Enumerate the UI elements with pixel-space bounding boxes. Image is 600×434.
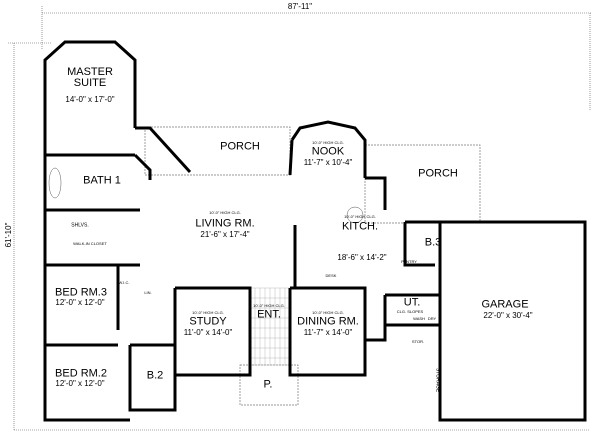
living-size: 21'-6" x 17'-4" bbox=[200, 230, 250, 239]
living-ceiling: 10'-0" HIGH CLG. bbox=[209, 210, 241, 215]
porch-left-label: PORCH bbox=[220, 140, 260, 153]
bath1-label: BATH 1 bbox=[83, 174, 121, 187]
entry-ceiling: 10'-0" HIGH CLG. bbox=[253, 303, 285, 308]
nook-size: 11'-7" x 10'-4" bbox=[303, 158, 353, 167]
b3-label: B.3 bbox=[424, 236, 442, 249]
dryer-label: DRY bbox=[427, 316, 437, 321]
storage-label: STORAGE bbox=[434, 367, 441, 393]
walls bbox=[43, 40, 587, 422]
porch-right-outline bbox=[364, 144, 481, 224]
study-label: STUDY bbox=[189, 315, 227, 328]
garage-size: 22'-0" x 30'-4" bbox=[483, 311, 533, 320]
desk-label: DESK bbox=[325, 273, 337, 278]
shelves-label: SHLVS. bbox=[71, 222, 89, 229]
wic-label: W.I.C. bbox=[118, 280, 130, 285]
pantry-label: PANTRY bbox=[401, 259, 417, 264]
master-suite-size: 14'-0" x 17'-0" bbox=[65, 95, 115, 104]
bed3-size: 12'-0" x 12'-0" bbox=[55, 298, 105, 307]
porch-left-outline bbox=[144, 126, 291, 176]
walk-in-closet-label: WALK-IN CLOSET bbox=[73, 241, 107, 246]
study-size: 11'-0" x 14'-0" bbox=[183, 328, 233, 337]
kitchen-ceiling: 10'-0" HIGH CLG. bbox=[344, 214, 376, 219]
kitchen-island-icon bbox=[346, 206, 364, 224]
kitchen-size: 18'-6" x 14'-2" bbox=[337, 253, 387, 262]
utility-note: CLG. SLOPES bbox=[396, 309, 424, 314]
dining-ceiling: 10'-0" HIGH CLG. bbox=[312, 310, 344, 315]
width-dimension: 87'-11" bbox=[287, 2, 313, 11]
study-ceiling: 10'-0" HIGH CLG. bbox=[192, 310, 224, 315]
bed3-label: BED RM.3 bbox=[55, 286, 107, 299]
b2-label: B.2 bbox=[146, 369, 164, 382]
porch-right-label: PORCH bbox=[418, 167, 458, 180]
master-suite-wall bbox=[43, 40, 137, 422]
dining-size: 11'-7" x 14'-0" bbox=[303, 328, 353, 337]
nook-ceiling: 10'-0" HIGH CLG. bbox=[312, 140, 344, 145]
stor-label: STOR. bbox=[411, 339, 425, 344]
entry-label: ENT. bbox=[257, 308, 281, 321]
bed2-label: BED RM.2 bbox=[55, 367, 107, 380]
dining-label: DINING RM. bbox=[297, 315, 359, 328]
nook-label: NOOK bbox=[311, 145, 345, 158]
linen-label: LIN. bbox=[144, 290, 152, 295]
depth-dimension: 61'-10" bbox=[4, 222, 13, 248]
living-label: LIVING RM. bbox=[195, 217, 255, 230]
bathtub-icon bbox=[48, 167, 62, 199]
washer-label: WASH bbox=[413, 316, 425, 321]
kitchen-label: KITCH. bbox=[341, 220, 379, 233]
patio-label: P. bbox=[263, 378, 273, 391]
entry-tile bbox=[249, 287, 291, 366]
bed2-size: 12'-0" x 12'-0" bbox=[55, 379, 105, 388]
utility-label: UT. bbox=[403, 296, 421, 309]
dimension-lines bbox=[8, 6, 592, 431]
garage-label: GARAGE bbox=[481, 298, 529, 311]
